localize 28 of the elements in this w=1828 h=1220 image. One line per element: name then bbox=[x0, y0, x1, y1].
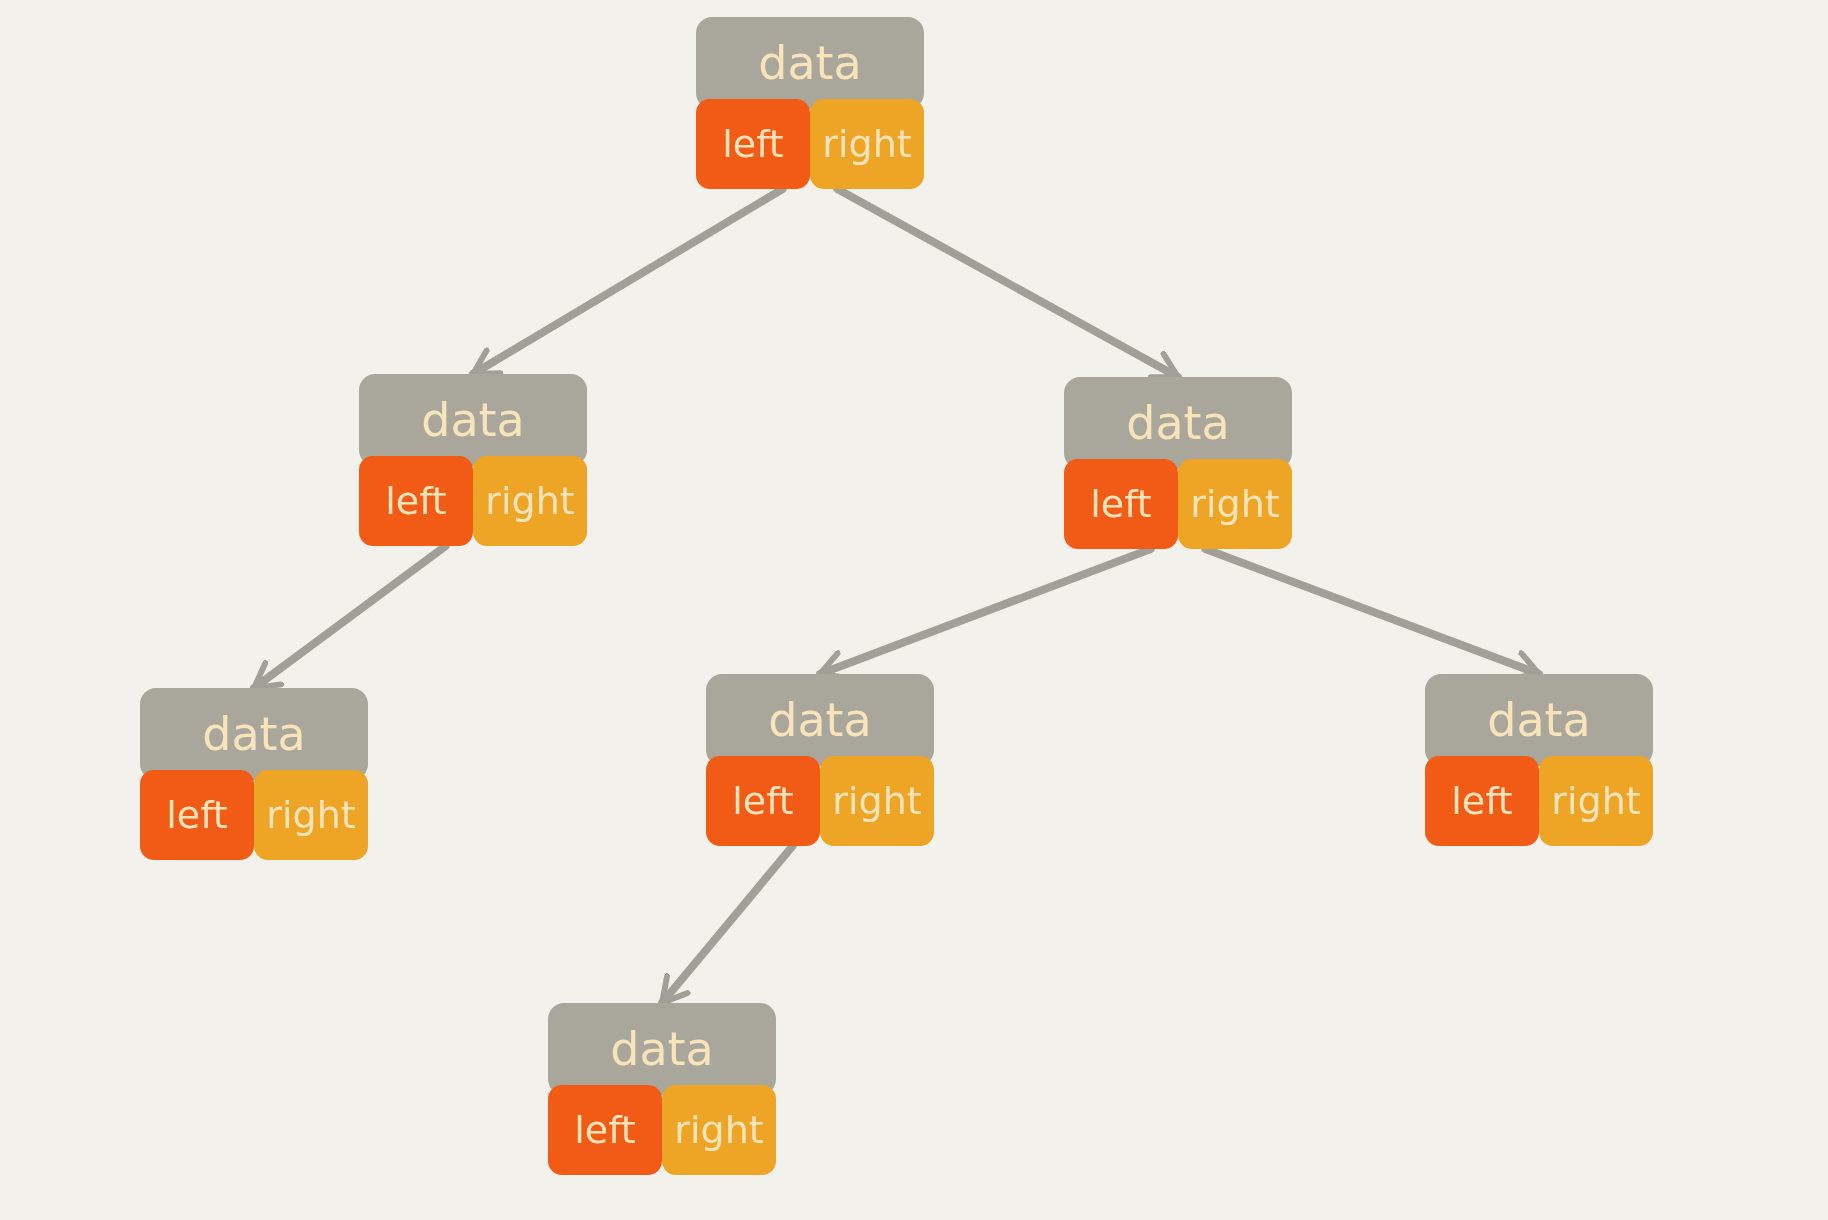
data-field: data bbox=[548, 1003, 776, 1095]
right-pointer-field: right bbox=[662, 1085, 776, 1175]
right-pointer-field: right bbox=[254, 770, 368, 860]
tree-node bbox=[140, 688, 368, 860]
data-field: data bbox=[1425, 674, 1653, 766]
tree-node bbox=[696, 17, 924, 189]
left-pointer-field: left bbox=[548, 1085, 662, 1175]
right-pointer-field: right bbox=[1539, 756, 1653, 846]
tree-node bbox=[706, 674, 934, 846]
tree-node bbox=[1425, 674, 1653, 846]
left-pointer-field: left bbox=[1064, 459, 1178, 549]
right-pointer-field: right bbox=[820, 756, 934, 846]
data-field: data bbox=[696, 17, 924, 109]
left-pointer-field: left bbox=[696, 99, 810, 189]
tree-node bbox=[359, 374, 587, 546]
data-field: data bbox=[1064, 377, 1292, 469]
tree-node bbox=[1064, 377, 1292, 549]
left-pointer-field: left bbox=[1425, 756, 1539, 846]
data-field: data bbox=[140, 688, 368, 780]
data-field: data bbox=[706, 674, 934, 766]
left-pointer-field: left bbox=[140, 770, 254, 860]
right-pointer-field: right bbox=[810, 99, 924, 189]
tree-node bbox=[548, 1003, 776, 1175]
left-pointer-field: left bbox=[359, 456, 473, 546]
data-field: data bbox=[359, 374, 587, 466]
right-pointer-field: right bbox=[1178, 459, 1292, 549]
left-pointer-field: left bbox=[706, 756, 820, 846]
right-pointer-field: right bbox=[473, 456, 587, 546]
